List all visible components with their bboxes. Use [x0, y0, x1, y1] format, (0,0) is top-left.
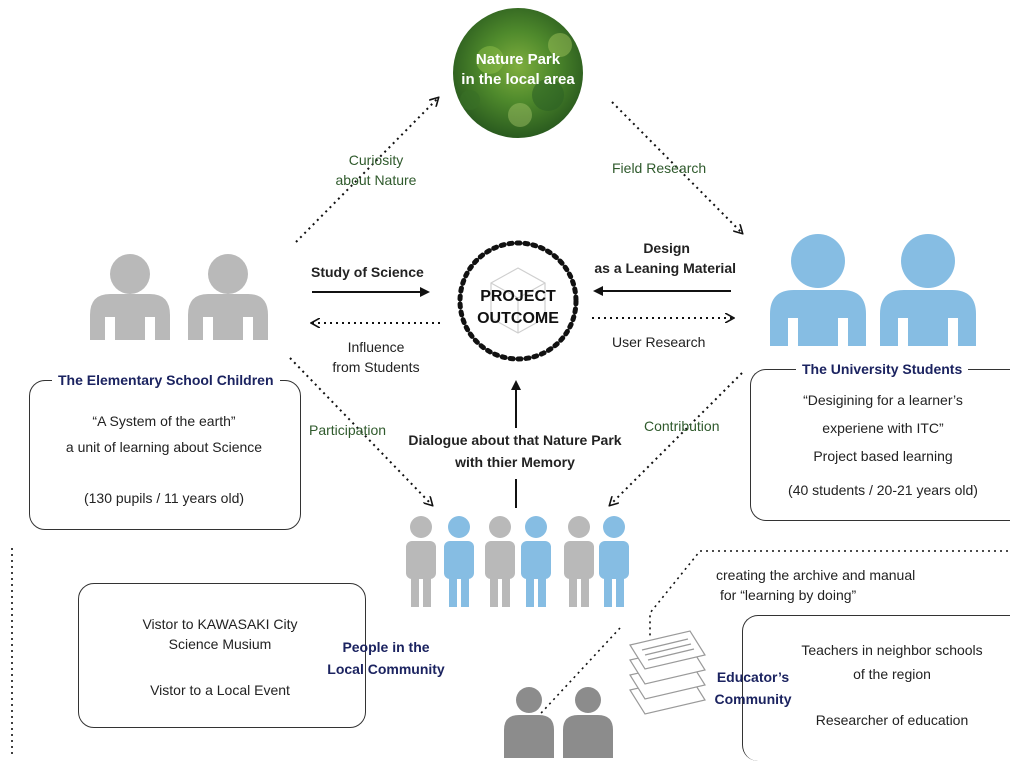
contribution-label: Contribution	[644, 418, 720, 434]
dialogue-label: Dialogue about that Nature Park with thi…	[395, 429, 635, 473]
curiosity-label: Curiosity about Nature	[318, 150, 434, 190]
curiosity-line-2: about Nature	[335, 172, 417, 188]
community-label-line-2: Local Community	[327, 661, 445, 677]
elementary-line-3: (130 pupils / 11 years old)	[83, 490, 245, 506]
dialogue-line-1: Dialogue about that Nature Park	[408, 432, 622, 448]
community-box	[78, 583, 366, 728]
influence-line-1: Influence	[347, 339, 405, 355]
participation-arrow	[289, 357, 432, 505]
community-label-line-1: People in the	[342, 639, 430, 655]
field-research-label: Field Research	[612, 160, 707, 176]
educators-box	[742, 615, 1010, 761]
nature-park-image	[453, 8, 583, 138]
educators-line-3: Researcher of education	[815, 712, 969, 728]
influence-line-2: from Students	[332, 359, 420, 375]
study-of-science-label: Study of Science	[311, 264, 424, 280]
children-icon	[90, 254, 268, 340]
community-line-3: Vistor to a Local Event	[150, 682, 290, 698]
university-line-1: “Desigining for a learner’s	[803, 392, 963, 408]
community-label: People in the Local Community	[326, 636, 446, 680]
dialogue-line-2: with thier Memory	[455, 454, 575, 470]
outcome-line-1: PROJECT	[480, 288, 556, 305]
elementary-line-1: “A System of the earth”	[92, 413, 236, 429]
university-students-icon	[770, 234, 976, 346]
archive-line-2: for “learning by doing”	[720, 587, 857, 603]
university-line-4: (40 students / 20-21 years old)	[788, 482, 978, 498]
park-line-2: in the local area	[461, 71, 575, 88]
educator-dotted-line	[504, 627, 621, 753]
influence-label: Influence from Students	[316, 337, 436, 377]
educators-label-line-2: Community	[714, 691, 792, 707]
project-outcome-circle	[457, 240, 579, 362]
design-line-1: Design	[643, 240, 690, 256]
park-label: Nature Park in the local area	[455, 50, 581, 90]
curiosity-arrow	[295, 98, 438, 243]
community-line-1: Vistor to KAWASAKI City	[142, 616, 298, 632]
elementary-line-2: a unit of learning about Science	[65, 439, 263, 455]
educators-line-1: Teachers in neighbor schools	[801, 642, 983, 658]
elementary-title: The Elementary School Children	[52, 370, 280, 390]
curiosity-line-1: Curiosity	[348, 152, 404, 168]
university-text: “Desigining for a learner’s experiene wi…	[752, 386, 1010, 504]
field-research-arrow	[611, 101, 742, 233]
educators-text: Teachers in neighbor schools of the regi…	[772, 638, 1010, 732]
outcome-label: PROJECT OUTCOME	[470, 286, 566, 330]
local-community-icon	[406, 516, 629, 607]
outcome-line-2: OUTCOME	[477, 310, 559, 327]
educators-label-line-1: Educator’s	[716, 669, 790, 685]
university-line-2: experiene with ITC”	[822, 420, 944, 436]
elementary-box	[29, 380, 301, 530]
university-title: The University Students	[796, 359, 969, 379]
participation-label: Participation	[309, 422, 387, 438]
park-line-1: Nature Park	[475, 51, 561, 68]
archive-text: creating the archive and manual for “lea…	[716, 565, 915, 605]
user-research-label: User Research	[612, 334, 706, 350]
university-line-3: Project based learning	[813, 448, 953, 464]
educators-label: Educator’s Community	[708, 666, 798, 710]
design-line-2: as a Leaning Material	[594, 260, 736, 276]
educators-line-2: of the region	[853, 666, 931, 682]
community-line-2: Science Musium	[168, 636, 272, 652]
university-box	[750, 369, 1010, 521]
documents-icon	[629, 630, 706, 715]
educators-icon	[504, 687, 613, 758]
community-text: Vistor to KAWASAKI City Science Musium V…	[100, 614, 340, 700]
contribution-arrow	[610, 372, 743, 505]
design-label: Design as a Leaning Material	[586, 238, 736, 278]
archive-line-1: creating the archive and manual	[716, 567, 916, 583]
elementary-text: “A System of the earth” a unit of learni…	[29, 408, 299, 460]
